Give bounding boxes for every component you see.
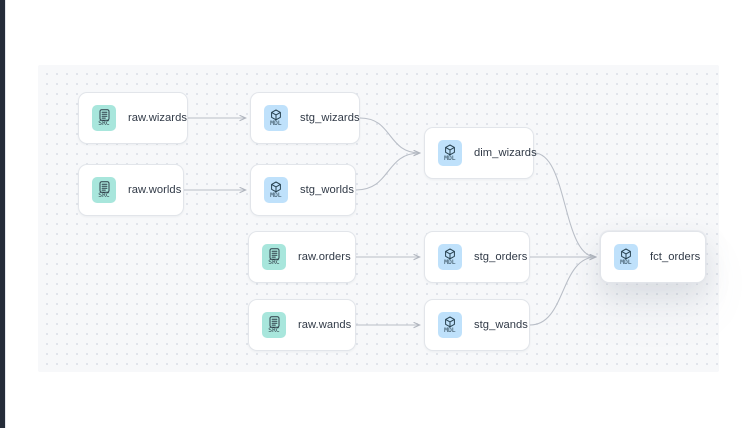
node-type-label: MDL [444,327,456,334]
database-icon [269,315,280,328]
node-type-label: MDL [620,259,632,266]
database-icon [99,180,109,193]
node-type-label: MDL [444,155,456,162]
node-type-label: SRC [268,259,280,266]
cube-icon [445,316,455,327]
node-type-badge-mdl: MDL [438,244,462,270]
lineage-node-fct_orders[interactable]: MDL fct_orders [600,231,706,283]
node-type-badge-mdl: MDL [264,105,288,131]
cube-icon [621,248,631,259]
edge-stg_wands-to-fct_orders [529,257,596,326]
node-label: raw.worlds [128,184,182,196]
database-icon [269,247,279,260]
cube-icon [270,181,282,193]
node-type-label: SRC [98,192,110,199]
node-type-label: SRC [98,120,110,127]
edge-stg_wizards-to-dim_wizards [359,117,420,153]
node-type-label: MDL [270,120,282,127]
node-type-badge-mdl: MDL [438,312,462,338]
database-icon [99,180,110,193]
cube-icon [444,316,456,328]
lineage-node-stg_worlds[interactable]: MDL stg_worlds [250,164,356,216]
cube-icon [445,248,455,259]
edge-dim_wizards-to-fct_orders [533,152,596,257]
lineage-node-raw_orders[interactable]: SRC raw.orders [248,231,356,283]
cube-icon [445,144,455,155]
node-type-badge-src: SRC [92,105,116,131]
node-label: raw.wizards [128,112,187,124]
node-type-badge-mdl: MDL [264,177,288,203]
node-label: stg_worlds [300,184,354,196]
node-label: dim_wizards [474,147,537,159]
cube-icon [444,144,456,156]
edge-stg_worlds-to-dim_wizards [355,153,420,191]
database-icon [269,247,280,260]
lineage-node-raw_worlds[interactable]: SRC raw.worlds [78,164,184,216]
node-label: fct_orders [650,251,701,263]
node-type-badge-mdl: MDL [438,140,462,166]
database-icon [269,315,279,328]
cube-icon [270,109,282,121]
left-rail [0,0,5,428]
node-type-label: MDL [444,259,456,266]
cube-icon [444,248,456,260]
database-icon [99,108,110,121]
node-type-badge-src: SRC [262,244,286,270]
node-type-label: MDL [270,192,282,199]
lineage-node-stg_orders[interactable]: MDL stg_orders [424,231,530,283]
lineage-node-dim_wizards[interactable]: MDL dim_wizards [424,127,537,179]
lineage-node-stg_wands[interactable]: MDL stg_wands [424,299,530,351]
node-label: raw.orders [298,251,351,263]
lineage-node-stg_wizards[interactable]: MDL stg_wizards [250,92,360,144]
rail-seam-divider [5,0,6,428]
cube-icon [620,248,632,260]
database-icon [99,108,109,121]
lineage-node-raw_wizards[interactable]: SRC raw.wizards [78,92,188,144]
cube-icon [271,109,281,120]
node-label: stg_wizards [300,112,360,124]
node-label: stg_wands [474,319,528,331]
node-type-label: SRC [268,327,280,334]
cube-icon [271,181,281,192]
lineage-node-raw_wands[interactable]: SRC raw.wands [248,299,356,351]
node-label: raw.wands [298,319,352,331]
node-type-badge-src: SRC [92,177,116,203]
node-type-badge-src: SRC [262,312,286,338]
node-label: stg_orders [474,251,528,263]
node-type-badge-mdl: MDL [614,244,638,270]
